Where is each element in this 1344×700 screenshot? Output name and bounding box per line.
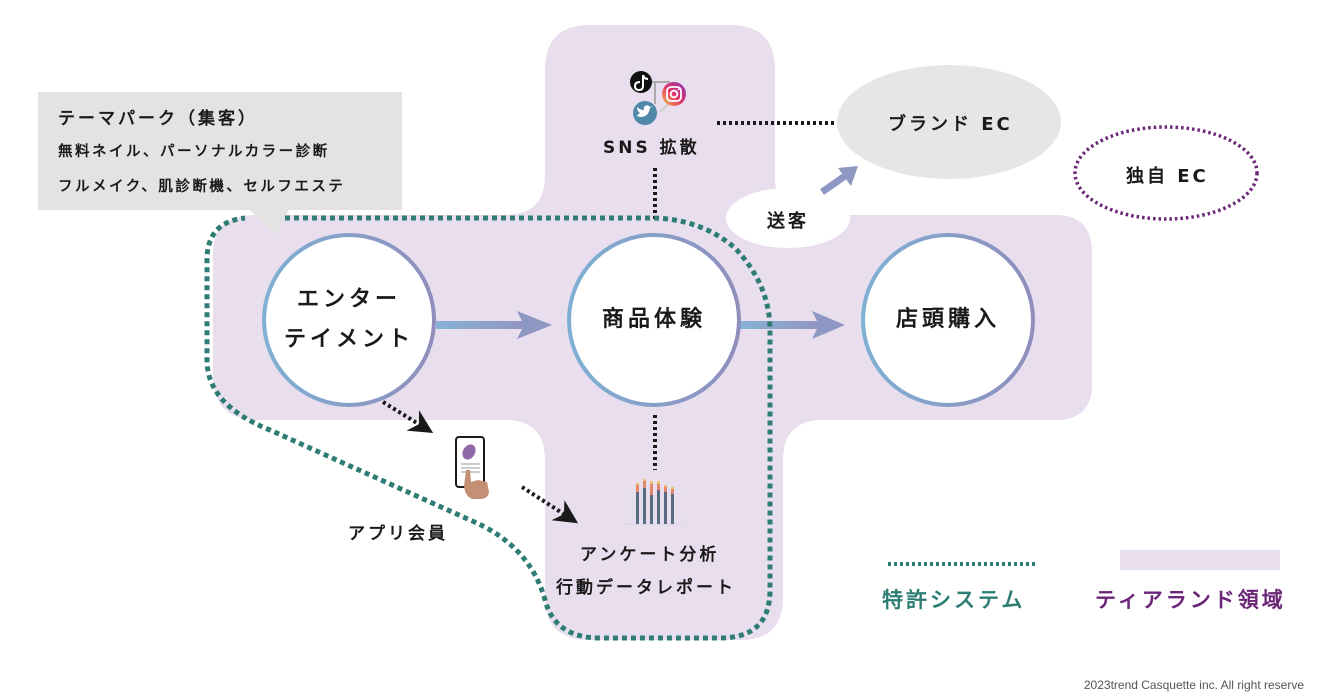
theme-park-callout: テーマパーク（集客） 無料ネイル、パーソナルカラー診断 フルメイク、肌診断機、セ… [38, 92, 402, 210]
node-product-experience-label: 商品体験 [601, 307, 706, 332]
node-product-experience[interactable] [567, 233, 741, 407]
sns-label: SNS 拡散 [603, 138, 700, 158]
own-ec-ellipse[interactable] [1073, 125, 1259, 221]
analysis-line-1: アンケート分析 [580, 545, 720, 565]
brand-ec-label: ブランド EC [888, 114, 1013, 135]
arrow-entertainment-to-app [381, 400, 434, 434]
brand-ec-ellipse[interactable] [837, 65, 1061, 179]
patent-system-boundary [204, 215, 773, 641]
arrow-product-to-store [738, 311, 845, 339]
app-member-label: アプリ会員 [348, 524, 448, 544]
smartphone-touch-icon [455, 436, 489, 499]
node-entertainment-label: エンター テイメント [264, 235, 434, 405]
callout-line-1: 無料ネイル、パーソナルカラー診断 [58, 144, 330, 160]
sns-icons [630, 71, 686, 125]
callout-line-2: フルメイク、肌診断機、セルフエステ [58, 179, 346, 195]
legend-tialand-label: ティアランド領域 [1095, 588, 1286, 612]
tiktok-icon [630, 71, 652, 93]
node-entertainment-line-1: エンター [296, 287, 401, 312]
node-entertainment-line-2: テイメント [283, 327, 414, 352]
twitter-icon [633, 101, 657, 125]
send-arrow [820, 166, 858, 195]
send-customers-label: 送客 [767, 211, 809, 232]
legend-tialand-swatch [1120, 550, 1280, 570]
bar-chart-icon [624, 479, 684, 525]
callout-title: テーマパーク（集客） [58, 109, 258, 129]
node-entertainment[interactable] [262, 233, 436, 407]
own-ec-label: 独自 EC [1126, 166, 1209, 187]
legend-patent-label: 特許システム [882, 588, 1026, 612]
callout-tail [248, 208, 290, 235]
node-store-purchase-label: 店頭購入 [895, 307, 1000, 332]
arrow-entertainment-to-product [436, 311, 552, 339]
analysis-line-2: 行動データレポート [556, 578, 736, 598]
copyright: 2023trend Casquette inc. All right reser… [1083, 678, 1304, 692]
node-store-purchase[interactable] [861, 233, 1035, 407]
instagram-icon [662, 82, 686, 106]
send-customers-bubble [726, 188, 850, 248]
